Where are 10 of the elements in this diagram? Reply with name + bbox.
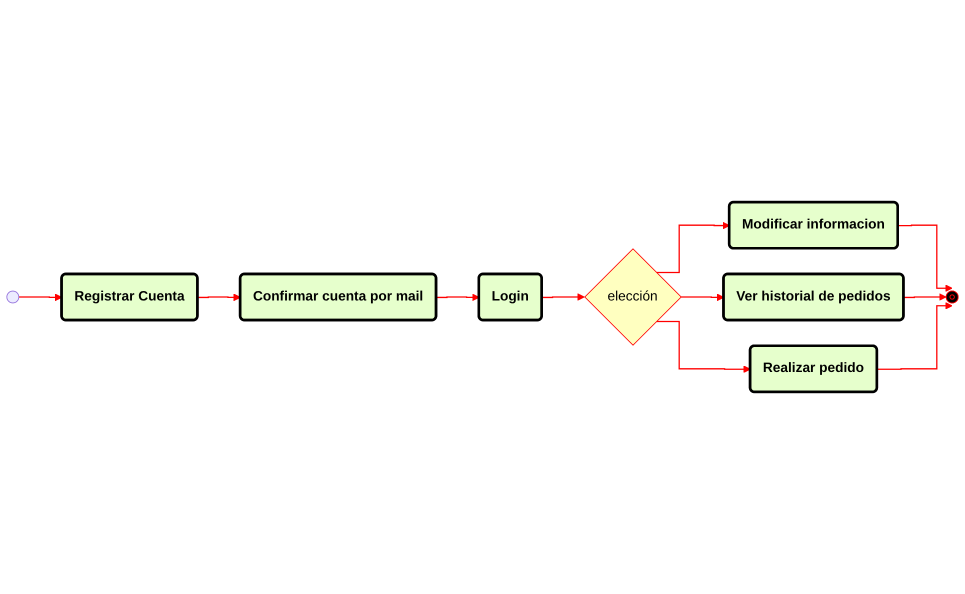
arrow xyxy=(656,320,751,373)
arrow xyxy=(877,302,953,370)
arrow xyxy=(898,224,953,292)
arrow xyxy=(656,222,730,274)
arrow xyxy=(198,294,241,302)
node-diamond: elección xyxy=(584,248,682,346)
arrow xyxy=(904,293,947,301)
arrow xyxy=(18,294,62,302)
arrow xyxy=(542,293,585,301)
node-circle xyxy=(6,290,20,304)
